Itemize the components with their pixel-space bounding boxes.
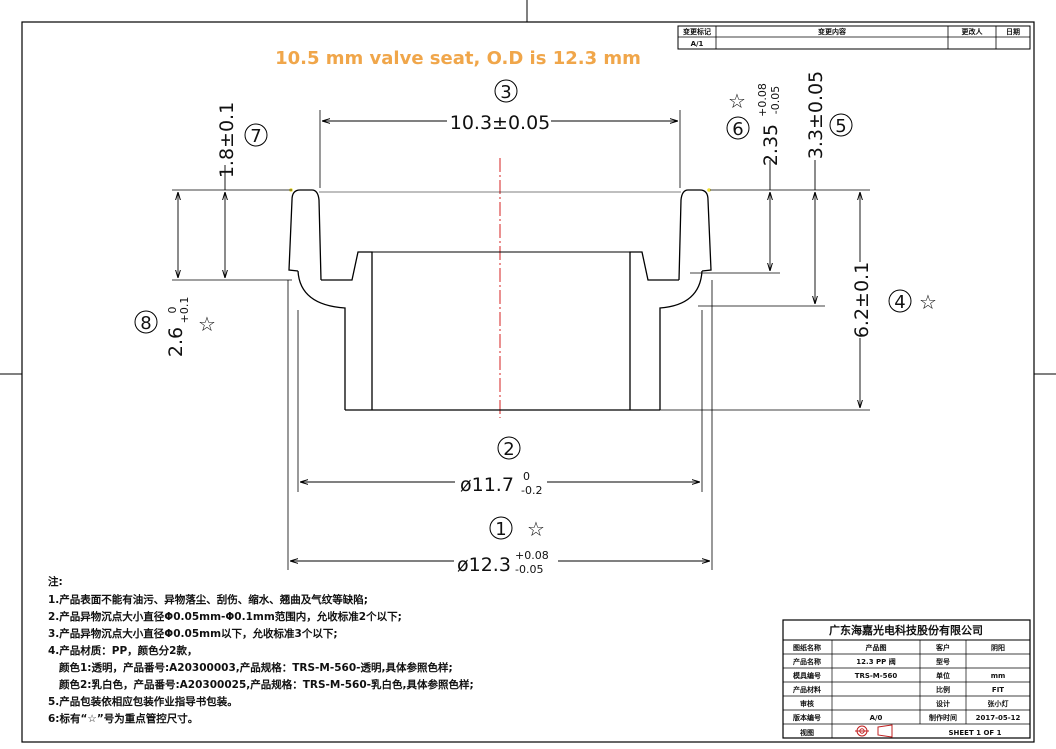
- tb-r6-c4: 2017-05-12: [976, 714, 1021, 722]
- tb-sheet: SHEET 1 OF 1: [948, 729, 1001, 737]
- tb-r1-c4: 阴阳: [991, 643, 1005, 652]
- notes: 注: 1.产品表面不能有油污、异物落尘、刮伤、缩水、翘曲及气纹等缺陷; 2.产品…: [48, 575, 474, 725]
- dim-1-index: 1: [495, 519, 506, 540]
- drawing-frame: [21, 21, 1035, 743]
- revision-table: 变更标记 变更内容 更改人 日期 A/1: [677, 25, 1031, 50]
- dim-4-index: 4: [894, 292, 905, 313]
- tb-r2-c3: 型号: [936, 657, 950, 666]
- dim-4-value: 6.2±0.1: [851, 262, 873, 338]
- dim-8-lower: +0.1: [178, 297, 191, 324]
- dim-1-value: ø12.3: [457, 554, 511, 576]
- tb-r2-c2: 12.3 PP 阀: [856, 657, 895, 666]
- tb-r4-c4: FIT: [992, 686, 1004, 694]
- note-line-2: 2.产品异物沉点大小直径Φ0.05mm-Φ0.1mm范围内，允收标准2个以下;: [48, 610, 402, 623]
- dim-3: 3 10.3±0.05: [447, 79, 551, 134]
- dim-6-lower: -0.05: [769, 86, 782, 114]
- tb-r7-c1: 视图: [800, 728, 814, 737]
- tb-r6-c3: 制作时间: [929, 713, 957, 722]
- rev-header-date: 日期: [1006, 27, 1020, 36]
- extension-lines: [172, 110, 870, 570]
- tb-r5-c4: 张小灯: [988, 699, 1009, 708]
- tb-r3-c4: mm: [991, 672, 1006, 680]
- dim-4-star-icon: ☆: [919, 290, 937, 314]
- tb-r4-c1: 产品材料: [793, 685, 821, 694]
- dim-6-star-icon: ☆: [728, 89, 746, 113]
- dim-1-star-icon: ☆: [527, 517, 545, 541]
- dim-8-index: 8: [140, 313, 151, 334]
- dim-5-index: 5: [835, 116, 846, 137]
- note-line-4: 4.产品材质：PP，颜色分2款，: [48, 644, 198, 657]
- tb-r5-c3: 设计: [936, 699, 950, 708]
- dim-2-upper: 0: [523, 470, 530, 483]
- note-line-8: 6:标有“☆”号为重点管控尺寸。: [48, 712, 198, 725]
- dim-6: 2.35 +0.08 -0.05 6 ☆: [726, 83, 782, 166]
- part-profile: [288, 189, 712, 411]
- rev-header-content: 变更内容: [818, 27, 846, 36]
- title-block: 广东海嘉光电科技股份有限公司 图纸名称 产品图 客户 阴阳 产品名称 12.3 …: [782, 619, 1031, 739]
- dim-2-value: ø11.7: [460, 474, 514, 496]
- tb-r3-c3: 单位: [936, 671, 950, 680]
- dim-6-index: 6: [732, 119, 743, 140]
- dim-2-index: 2: [503, 439, 514, 460]
- rev-header-person: 更改人: [962, 27, 984, 36]
- dim-7-index: 7: [250, 126, 261, 147]
- dim-6-upper: +0.08: [756, 83, 769, 117]
- dim-5-value: 3.3±0.05: [805, 71, 827, 159]
- dim-2: 2 ø11.7 0 -0.2: [455, 436, 547, 497]
- dim-1-upper: +0.08: [515, 549, 549, 562]
- dim-3-value: 10.3±0.05: [450, 112, 551, 134]
- dim-1: 1 ☆ ø12.3 +0.08 -0.05: [454, 516, 558, 576]
- tb-r6-c1: 版本编号: [793, 713, 821, 722]
- dim-8-star-icon: ☆: [198, 312, 216, 336]
- dim-2-lower: -0.2: [521, 484, 542, 497]
- dim-7: 1.8±0.1 7: [216, 102, 268, 178]
- notes-heading: 注:: [48, 575, 63, 588]
- tb-r4-c3: 比例: [936, 685, 950, 694]
- drawing-title: 10.5 mm valve seat, O.D is 12.3 mm: [275, 48, 641, 69]
- dim-7-value: 1.8±0.1: [216, 102, 238, 178]
- projection-symbol-icon: [855, 724, 893, 738]
- tb-r1-c3: 客户: [935, 643, 950, 652]
- note-line-5: 颜色1:透明，产品番号:A20300003,产品规格：TRS-M-560-透明,…: [48, 661, 453, 674]
- marker-dot-right: [707, 188, 711, 192]
- company-name: 广东海嘉光电科技股份有限公司: [829, 623, 983, 637]
- rev-mark-value: A/1: [691, 40, 704, 48]
- note-line-6: 颜色2:乳白色，产品番号:A20300025,产品规格：TRS-M-560-乳白…: [48, 678, 474, 691]
- note-line-1: 1.产品表面不能有油污、异物落尘、刮伤、缩水、翘曲及气纹等缺陷;: [48, 593, 368, 606]
- dim-3-index: 3: [500, 82, 511, 103]
- dim-6-value: 2.35: [760, 124, 782, 166]
- dim-8: 8 2.6 0 +0.1 ☆: [134, 297, 216, 357]
- note-line-3: 3.产品异物沉点大小直径Φ0.05mm以下，允收标准3个以下;: [48, 627, 338, 640]
- tb-r5-c1: 审核: [800, 699, 814, 708]
- dim-5: 3.3±0.05 5: [805, 71, 853, 159]
- tb-r2-c1: 产品名称: [793, 657, 821, 666]
- dim-8-value: 2.6: [165, 327, 187, 357]
- dim-8-upper: 0: [166, 307, 179, 314]
- tb-r3-c1: 模具编号: [793, 671, 821, 680]
- tb-r1-c1: 图纸名称: [793, 643, 821, 652]
- tb-r1-c2: 产品图: [866, 643, 887, 652]
- rev-header-mark: 变更标记: [683, 27, 711, 36]
- tb-r6-c2: A/0: [870, 714, 883, 722]
- note-line-7: 5.产品包装依相应包装作业指导书包装。: [48, 695, 238, 708]
- dim-1-lower: -0.05: [515, 563, 543, 576]
- dim-4: 6.2±0.1 4 ☆: [849, 262, 937, 338]
- tb-r3-c2: TRS-M-560: [855, 672, 898, 680]
